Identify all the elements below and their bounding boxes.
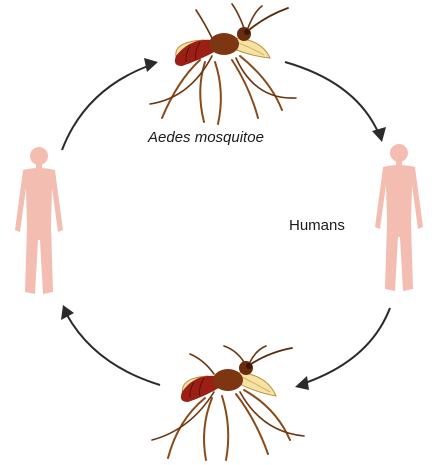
arrow-top-mosquito-to-right-human [285, 62, 386, 142]
human-silhouette-icon [375, 144, 423, 291]
mosquito-bottom-figure [152, 346, 304, 460]
mosquito-top-figure [150, 4, 296, 124]
human-right-figure [375, 144, 423, 291]
humans-label: Humans [289, 217, 345, 234]
mosquito-icon [150, 4, 296, 124]
arrow-left-human-to-top-mosquito [62, 58, 158, 150]
human-left-figure [15, 147, 63, 294]
human-silhouette-icon [15, 147, 63, 294]
mosquito-icon [152, 346, 304, 460]
arrow-right-human-to-bottom-mosquito [295, 308, 390, 390]
mosquito-label: Aedes mosquitoe [147, 129, 264, 146]
arrow-bottom-mosquito-to-left-human [61, 305, 160, 385]
